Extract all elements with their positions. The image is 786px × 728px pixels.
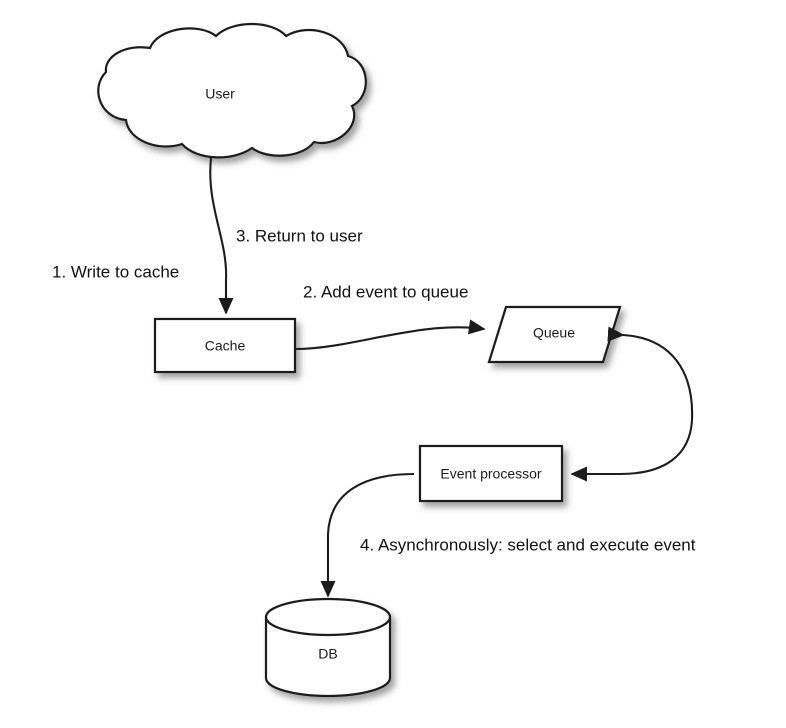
node-cache[interactable]: Cache (153, 317, 297, 374)
edge-label-step-2: 2. Add event to queue (303, 282, 468, 301)
node-cache-label: Cache (205, 338, 246, 354)
edge-label-step-1: 1. Write to cache (52, 262, 179, 281)
node-user[interactable]: User (97, 22, 367, 159)
node-event-processor[interactable]: Event processor (418, 444, 564, 503)
node-event-processor-label: Event processor (440, 466, 541, 482)
node-queue[interactable]: Queue (487, 305, 622, 364)
edge-user-to-cache[interactable] (209, 157, 234, 315)
edge-event-processor-to-db[interactable] (320, 472, 415, 598)
edge-label-step-4: 4. Asynchronously: select and execute ev… (360, 535, 696, 554)
node-user-label: User (205, 86, 235, 102)
edge-queue-event-processor[interactable] (570, 326, 694, 482)
node-queue-label: Queue (533, 325, 575, 341)
node-db-label: DB (318, 646, 337, 662)
node-db[interactable]: DB (264, 597, 392, 698)
edge-cache-to-queue[interactable] (295, 319, 486, 351)
edge-label-step-3: 3. Return to user (236, 226, 363, 245)
